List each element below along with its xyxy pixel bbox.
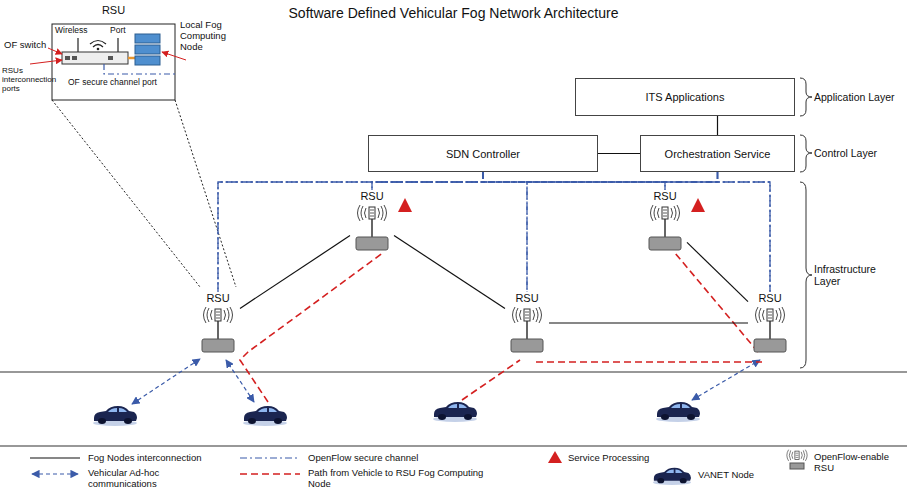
fog-interconnection bbox=[687, 242, 748, 301]
legend-text: VANET Node bbox=[698, 469, 798, 480]
legend-text: OpenFlow-enable RSU bbox=[814, 451, 902, 473]
node-text: RSU bbox=[52, 4, 175, 17]
openflow-channel bbox=[372, 172, 483, 190]
openflow-channel bbox=[718, 172, 771, 292]
rsu-symbol bbox=[748, 305, 792, 354]
rsu-symbol bbox=[350, 203, 394, 252]
fog-interconnection bbox=[240, 236, 350, 309]
label-text: Infrastructure Layer bbox=[814, 263, 904, 287]
legend-text: Vehicular Ad-hoc communications bbox=[88, 467, 198, 489]
process-box: ITS Applications bbox=[575, 78, 795, 116]
rsu-node: RSU bbox=[748, 292, 792, 354]
legend-text: Path from Vehicle to RSU Fog Computing N… bbox=[308, 467, 508, 489]
openflow-channel bbox=[372, 172, 718, 190]
legend-text: Fog Nodes interconnection bbox=[88, 452, 238, 463]
node-text: SDN Controller bbox=[446, 148, 520, 160]
rsu-symbol bbox=[196, 305, 240, 354]
control-link bbox=[717, 116, 718, 135]
rsu-symbol bbox=[643, 203, 687, 252]
rsu-node: RSU bbox=[505, 292, 549, 354]
node-text: RSU bbox=[643, 190, 687, 203]
label-text: OF secure channel port bbox=[68, 78, 174, 88]
label-text: Wireless bbox=[55, 26, 99, 36]
label-text: Port bbox=[110, 26, 140, 36]
node-text: RSU bbox=[748, 292, 792, 305]
node-text: RSU bbox=[505, 292, 549, 305]
label-text: OF switch bbox=[4, 40, 50, 51]
fog-interconnection bbox=[394, 236, 505, 309]
label-text: Local Fog Computing Node bbox=[180, 20, 240, 53]
rsu-detail-heading: RSU bbox=[52, 4, 175, 20]
control-link bbox=[598, 153, 640, 154]
openflow-channel bbox=[527, 172, 718, 292]
diagram-title: Software Defined Vehicular Fog Network A… bbox=[0, 5, 907, 21]
process-box: SDN Controller bbox=[368, 135, 598, 172]
rsu-symbol bbox=[505, 305, 549, 354]
label-text: RSUs interconnection ports bbox=[2, 66, 56, 94]
rsu-node: RSU bbox=[643, 190, 687, 252]
openflow-channel bbox=[218, 172, 483, 292]
fog-interconnection bbox=[549, 322, 748, 323]
openflow-channel bbox=[483, 172, 527, 292]
node-text: RSU bbox=[350, 190, 394, 203]
label-text: Control Layer bbox=[814, 147, 904, 159]
rsu-node: RSU bbox=[350, 190, 394, 252]
openflow-channel bbox=[483, 172, 770, 292]
label-text: Application Layer bbox=[814, 91, 904, 103]
legend-text: OpenFlow secure channel bbox=[308, 452, 508, 463]
rsu-node: RSU bbox=[196, 292, 240, 354]
node-text: Orchestration Service bbox=[665, 148, 771, 160]
process-box: Orchestration Service bbox=[640, 135, 795, 172]
node-text: RSU bbox=[196, 292, 240, 305]
legend-text: Service Processing bbox=[568, 452, 698, 463]
node-text: ITS Applications bbox=[646, 91, 725, 103]
openflow-channel bbox=[483, 172, 665, 190]
openflow-channel bbox=[665, 172, 718, 190]
